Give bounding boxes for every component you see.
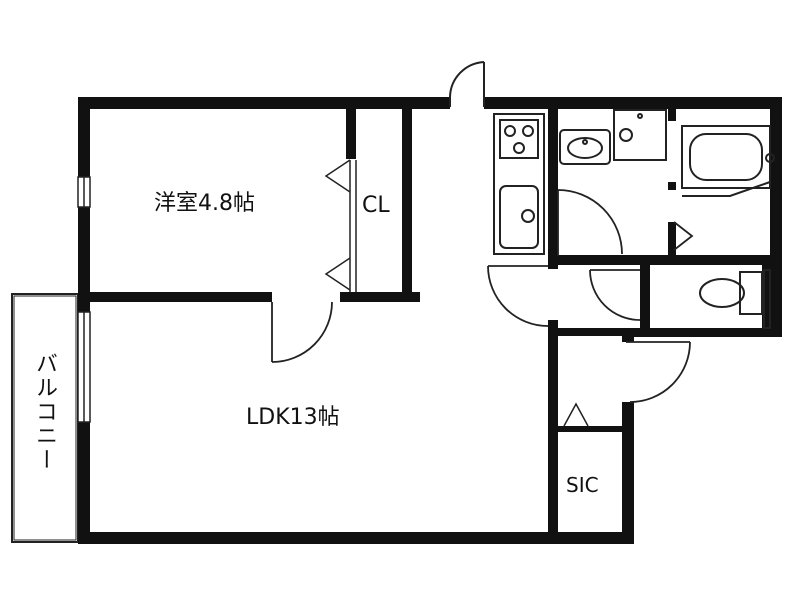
- stove-icon: [499, 119, 539, 159]
- kitchen-counter: [493, 113, 545, 255]
- entrance-door: [449, 61, 485, 107]
- interior-walls: [90, 109, 780, 544]
- shoe-storage-marker: [563, 402, 589, 427]
- bathtub-icon: [681, 125, 775, 197]
- toilet-icon: [699, 269, 771, 329]
- room-label-balcony: バルコニー: [32, 352, 57, 472]
- interior-doors: [271, 189, 694, 403]
- room-label-sic: SIC: [566, 473, 599, 497]
- windows: [77, 176, 91, 423]
- balcony-inner-outline: [13, 295, 77, 541]
- room-label-ldk: LDK13帖: [246, 405, 340, 430]
- washing-machine-icon: [613, 109, 667, 161]
- kitchen-sink-icon: [499, 185, 539, 249]
- room-label-western-room: 洋室4.8帖: [154, 191, 255, 216]
- room-label-closet: CL: [362, 193, 390, 218]
- closet-folding-doors: [324, 159, 357, 292]
- washbasin-icon: [559, 129, 611, 165]
- exterior-walls: [78, 97, 782, 544]
